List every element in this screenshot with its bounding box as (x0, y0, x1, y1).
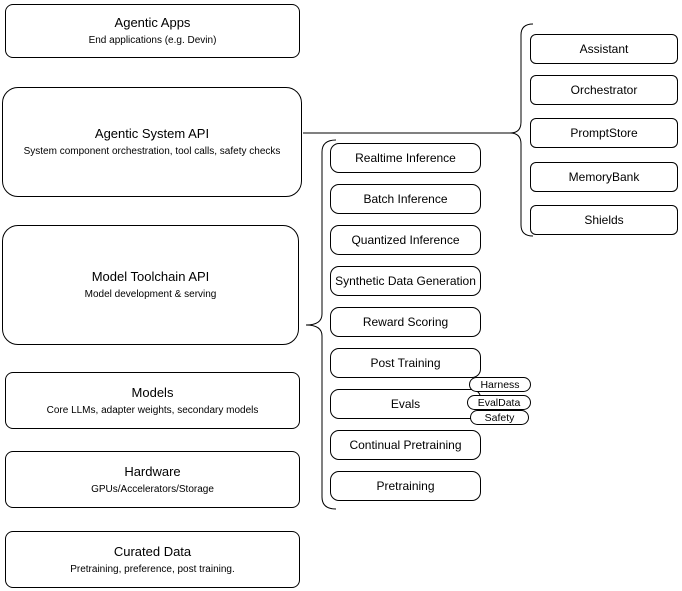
node-title: Models (131, 384, 174, 400)
node-evals: Evals (330, 389, 481, 419)
node-hardware: Hardware GPUs/Accelerators/Storage (5, 451, 300, 508)
node-title: Agentic System API (94, 126, 210, 141)
node-shields: Shields (530, 205, 678, 235)
node-reward-scoring: Reward Scoring (330, 307, 481, 337)
node-post-training: Post Training (330, 348, 481, 378)
node-continual-pretraining: Continual Pretraining (330, 430, 481, 460)
node-model-toolchain-api: Model Toolchain API Model development & … (2, 225, 299, 345)
node-subtitle: Core LLMs, adapter weights, secondary mo… (46, 404, 259, 416)
node-subtitle: End applications (e.g. Devin) (88, 35, 217, 46)
node-title: Model Toolchain API (91, 269, 210, 284)
node-assistant: Assistant (530, 34, 678, 64)
node-title: Curated Data (113, 543, 192, 559)
node-curated-data: Curated Data Pretraining, preference, po… (5, 531, 300, 588)
node-agentic-system-api: Agentic System API System component orch… (2, 87, 302, 197)
brace-system-components (509, 23, 534, 237)
node-subtitle: GPUs/Accelerators/Storage (91, 483, 214, 495)
node-title: Agentic Apps (114, 15, 191, 30)
node-subtitle: Model development & serving (84, 289, 217, 300)
brace-toolchain-components (305, 139, 337, 510)
tag-harness: Harness (469, 377, 531, 392)
node-title: Hardware (124, 463, 181, 479)
node-subtitle: System component orchestration, tool cal… (23, 146, 281, 157)
tag-safety: Safety (470, 410, 529, 425)
node-realtime-inference: Realtime Inference (330, 143, 481, 173)
tag-evaldata: EvalData (467, 395, 531, 410)
node-agentic-apps: Agentic Apps End applications (e.g. Devi… (5, 4, 300, 58)
node-promptstore: PromptStore (530, 118, 678, 148)
node-memorybank: MemoryBank (530, 162, 678, 192)
node-orchestrator: Orchestrator (530, 75, 678, 105)
node-batch-inference: Batch Inference (330, 184, 481, 214)
node-pretraining: Pretraining (330, 471, 481, 501)
node-quantized-inference: Quantized Inference (330, 225, 481, 255)
node-synthetic-data-generation: Synthetic Data Generation (330, 266, 481, 296)
node-subtitle: Pretraining, preference, post training. (70, 563, 235, 575)
node-models: Models Core LLMs, adapter weights, secon… (5, 372, 300, 429)
